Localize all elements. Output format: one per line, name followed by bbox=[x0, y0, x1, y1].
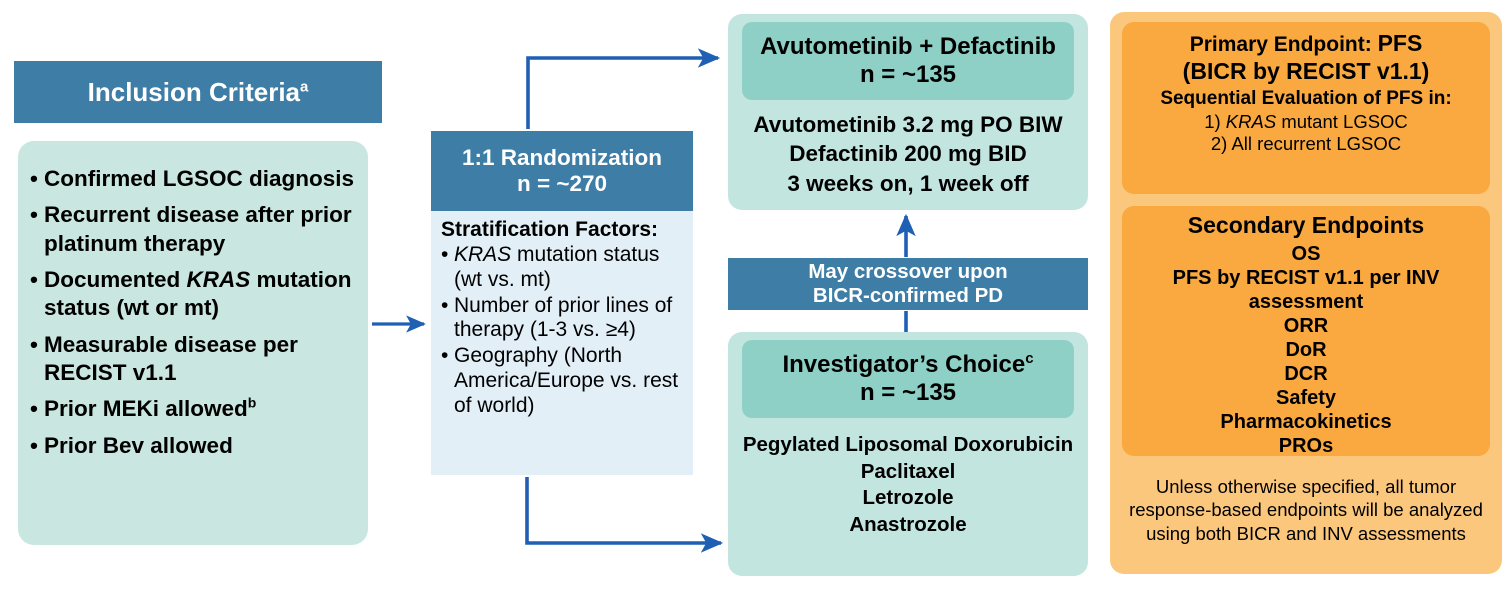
bullet-icon: • bbox=[30, 166, 38, 191]
treatment-arm-1-header: Avutometinib + Defactinib n = ~135 bbox=[742, 22, 1074, 100]
crossover-banner: May crossover upon BICR-confirmed PD bbox=[728, 258, 1088, 310]
randomization-header: 1:1 Randomization n = ~270 bbox=[431, 131, 693, 211]
list-item: • Documented KRAS mutation status (wt or… bbox=[24, 266, 358, 323]
bullet-icon: • bbox=[30, 396, 38, 422]
primary-endpoint-population: 2) All recurrent LGSOC bbox=[1210, 132, 1402, 154]
treatment-arm-1-sample-size: n = ~135 bbox=[859, 61, 957, 88]
text-post: mutant LGSOC bbox=[1276, 110, 1408, 132]
stratification-factors-panel: Stratification Factors: • KRAS mutation … bbox=[431, 211, 693, 475]
list-item-label: Prior Bev allowed bbox=[44, 432, 233, 458]
list-item: • Recurrent disease after prior platinum… bbox=[24, 201, 358, 258]
secondary-endpoint-item: PROs bbox=[1278, 434, 1334, 457]
dosing-line: Avutometinib 3.2 mg PO BIW bbox=[753, 112, 1063, 137]
list-item: • KRAS mutation status (wt vs. mt) bbox=[441, 243, 685, 293]
list-item-label: Geography (North America/Europe vs. rest… bbox=[454, 344, 679, 417]
endpoints-footnote: Unless otherwise specified, all tumor re… bbox=[1129, 476, 1483, 544]
arrow-randomization-to-arm1 bbox=[526, 48, 721, 129]
secondary-endpoint-item: Safety bbox=[1275, 386, 1337, 409]
treatment-arm-2-details: Pegylated Liposomal Doxorubicin Paclitax… bbox=[732, 432, 1084, 542]
list-item: • Prior MEKi allowedb bbox=[24, 395, 358, 423]
gene-name: KRAS bbox=[454, 243, 512, 267]
primary-endpoint-subtitle: Sequential Evaluation of PFS in: bbox=[1160, 87, 1452, 109]
primary-endpoint-label: Primary Endpoint: bbox=[1189, 33, 1378, 56]
secondary-endpoint-item: PFS by RECIST v1.1 per INV assessment bbox=[1172, 266, 1440, 313]
gene-name: KRAS bbox=[186, 267, 251, 293]
therapy-option: Letrozole bbox=[862, 486, 954, 510]
primary-endpoint-population: 1) KRAS mutant LGSOC bbox=[1128, 111, 1484, 133]
primary-endpoint-title: Primary Endpoint: PFS bbox=[1128, 30, 1484, 58]
dosing-line: 3 weeks on, 1 week off bbox=[787, 170, 1029, 196]
list-item: • Prior Bev allowed bbox=[24, 432, 358, 460]
footnote-marker: b bbox=[247, 394, 257, 411]
therapy-option: Paclitaxel bbox=[860, 459, 956, 483]
list-item: • Measurable disease per RECIST v1.1 bbox=[24, 331, 358, 388]
treatment-arm-2-header: Investigator’s Choicec n = ~135 bbox=[742, 340, 1074, 418]
stratification-title: Stratification Factors: bbox=[441, 218, 659, 241]
bullet-icon: • bbox=[30, 202, 38, 228]
gene-name: KRAS bbox=[1225, 110, 1277, 132]
text-pre: Documented bbox=[44, 267, 187, 293]
bullet-icon: • bbox=[30, 267, 38, 293]
inclusion-criteria-list: • Confirmed LGSOC diagnosis • Recurrent … bbox=[24, 165, 358, 460]
list-item-label: Documented KRAS mutation status (wt or m… bbox=[44, 266, 358, 323]
treatment-arm-1-details: Avutometinib 3.2 mg PO BIW Defactinib 20… bbox=[732, 110, 1084, 202]
list-item: • Geography (North America/Europe vs. re… bbox=[441, 344, 685, 418]
secondary-endpoints-title: Secondary Endpoints bbox=[1187, 212, 1425, 238]
secondary-endpoint-item: ORR bbox=[1283, 314, 1329, 337]
treatment-arm-2-footnote-marker: c bbox=[1025, 349, 1034, 367]
randomization-title: 1:1 Randomization bbox=[461, 144, 663, 170]
secondary-endpoints-card: Secondary Endpoints OS PFS by RECIST v1.… bbox=[1122, 206, 1490, 457]
treatment-arm-2-title-row: Investigator’s Choicec bbox=[782, 351, 1033, 379]
list-item-label: Number of prior lines of therapy (1-3 vs… bbox=[454, 293, 673, 342]
bullet-icon: • bbox=[441, 293, 449, 317]
list-item-label: Confirmed LGSOC diagnosis bbox=[44, 166, 355, 191]
list-item-label: KRAS mutation status (wt vs. mt) bbox=[454, 243, 685, 293]
bullet-icon: • bbox=[30, 331, 38, 357]
list-item: • Number of prior lines of therapy (1-3 … bbox=[441, 294, 685, 344]
primary-endpoint-value: PFS bbox=[1377, 30, 1423, 56]
bullet-icon: • bbox=[30, 432, 38, 458]
therapy-option: Anastrozole bbox=[849, 512, 967, 536]
inclusion-criteria-header: Inclusion Criteriaa bbox=[14, 61, 382, 123]
list-item-label: Prior MEKi allowedb bbox=[44, 395, 358, 423]
primary-endpoint-card: Primary Endpoint: PFS (BICR by RECIST v1… bbox=[1122, 22, 1490, 194]
treatment-arm-1-title: Avutometinib + Defactinib bbox=[760, 32, 1056, 60]
crossover-line-2: BICR-confirmed PD bbox=[812, 284, 1004, 307]
text-main: Prior MEKi allowed bbox=[44, 396, 248, 422]
bullet-icon: • bbox=[441, 344, 449, 368]
inclusion-criteria-title: Inclusion Criteria bbox=[87, 76, 301, 107]
secondary-endpoint-item: Pharmacokinetics bbox=[1220, 410, 1392, 433]
item-number: 1) bbox=[1204, 110, 1226, 132]
crossover-line-1: May crossover upon bbox=[808, 260, 1008, 284]
dosing-line: Defactinib 200 mg BID bbox=[789, 141, 1027, 167]
text-post: mutation status (wt vs. mt) bbox=[454, 243, 660, 291]
secondary-endpoint-item: OS bbox=[1291, 242, 1321, 265]
list-item-label: Measurable disease per RECIST v1.1 bbox=[44, 331, 298, 386]
bullet-icon: • bbox=[441, 243, 449, 267]
inclusion-criteria-footnote-marker: a bbox=[300, 78, 309, 96]
list-item: • Confirmed LGSOC diagnosis bbox=[24, 165, 358, 193]
randomization-sample-size: n = ~270 bbox=[516, 171, 608, 196]
stratification-list: • KRAS mutation status (wt vs. mt) • Num… bbox=[441, 243, 685, 418]
treatment-arm-2-title: Investigator’s Choice bbox=[782, 350, 1026, 378]
list-item-label: Recurrent disease after prior platinum t… bbox=[44, 202, 352, 256]
primary-endpoint-assessment: (BICR by RECIST v1.1) bbox=[1182, 57, 1430, 84]
text-post: mutation status (wt or mt) bbox=[44, 267, 352, 321]
treatment-arm-2-sample-size: n = ~135 bbox=[859, 379, 957, 406]
inclusion-criteria-body: • Confirmed LGSOC diagnosis • Recurrent … bbox=[18, 141, 368, 545]
secondary-endpoint-item: DoR bbox=[1285, 338, 1327, 361]
secondary-endpoint-item: DCR bbox=[1284, 362, 1328, 385]
arrow-randomization-to-arm2 bbox=[525, 477, 724, 553]
therapy-option: Pegylated Liposomal Doxorubicin bbox=[742, 433, 1074, 456]
